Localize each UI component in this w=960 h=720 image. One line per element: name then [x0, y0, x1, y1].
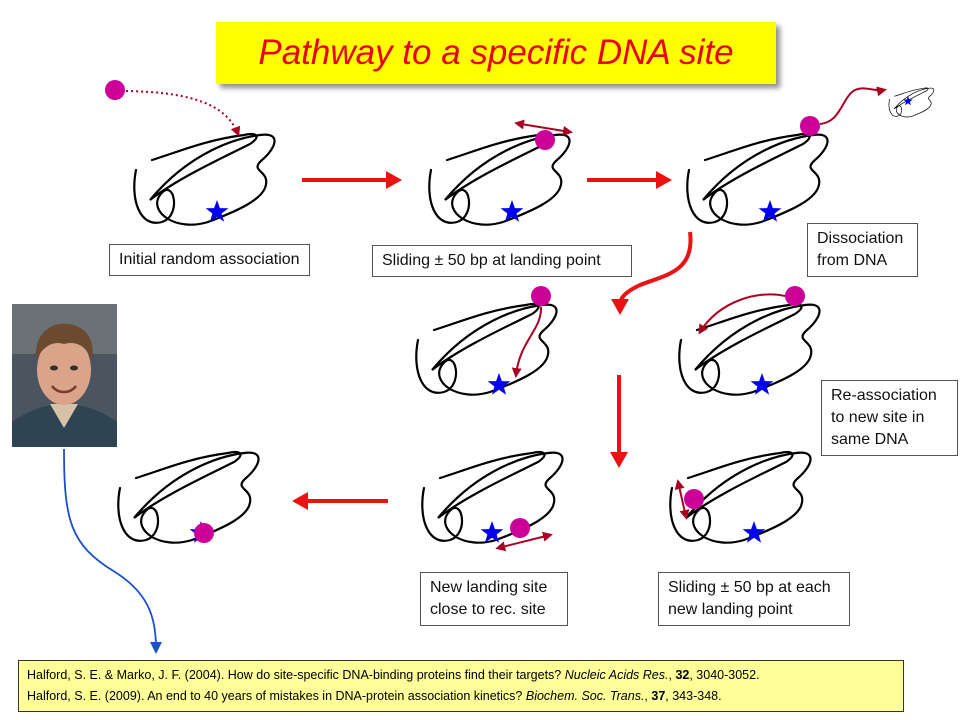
- title-box: Pathway to a specific DNA site: [216, 22, 776, 84]
- label-sliding-landing: Sliding ± 50 bp at landing point: [372, 245, 632, 277]
- slide-arrow-1: [514, 119, 573, 136]
- label-dissociation: Dissociation from DNA: [807, 223, 918, 277]
- protein-1: [105, 80, 125, 100]
- references-box: Halford, S. E. & Marko, J. F. (2004). Ho…: [18, 660, 904, 712]
- label-sliding-each: Sliding ± 50 bp at each new landing poin…: [658, 572, 850, 626]
- protein-4: [531, 286, 551, 306]
- label-new-landing-text: New landing site close to rec. site: [430, 579, 548, 618]
- label-sliding-each-text: Sliding ± 50 bp at each new landing poin…: [668, 579, 831, 618]
- dna-molecule-6: [117, 450, 260, 544]
- label-sliding-landing-text: Sliding ± 50 bp at landing point: [382, 252, 601, 269]
- reference-arrow: [63, 448, 162, 654]
- site-star-5: [750, 373, 774, 395]
- site-star-7: [480, 521, 504, 543]
- site-star-distant: [903, 96, 913, 106]
- reassociate-arrow-1: [511, 306, 543, 378]
- label-initial-association: Initial random association: [109, 244, 310, 276]
- protein-5: [785, 286, 805, 306]
- dissociation-arrow: [819, 86, 887, 125]
- approach-path-arrow: [125, 90, 241, 137]
- site-star-8: [742, 521, 766, 543]
- flow-arrow-3: [611, 231, 693, 315]
- slide-arrow-3: [674, 479, 690, 520]
- protein-2: [535, 130, 555, 150]
- label-dissociation-text: Dissociation from DNA: [817, 230, 904, 269]
- protein-3: [800, 116, 820, 136]
- site-star-2: [500, 200, 524, 222]
- label-initial-text: Initial random association: [119, 251, 300, 268]
- label-reassociation: Re-association to new site in same DNA: [821, 380, 958, 456]
- portrait-photo: [12, 304, 117, 447]
- reference-1: Halford, S. E. & Marko, J. F. (2004). Ho…: [27, 668, 760, 682]
- protein-7: [510, 518, 530, 538]
- dna-molecule-distant: [888, 87, 935, 118]
- reference-2: Halford, S. E. (2009). An end to 40 year…: [27, 689, 722, 703]
- dna-molecule-3: [686, 132, 829, 226]
- site-star-4: [487, 373, 511, 395]
- site-star-1: [205, 200, 229, 222]
- dna-molecule-4: [415, 302, 558, 396]
- dna-molecule-5: [678, 302, 821, 396]
- dna-molecule-1: [133, 132, 276, 226]
- site-star-3: [758, 200, 782, 222]
- protein-6: [194, 523, 214, 543]
- reassociate-arrow-2: [698, 293, 786, 335]
- label-new-landing: New landing site close to rec. site: [420, 572, 568, 626]
- label-reassociation-text: Re-association to new site in same DNA: [831, 387, 937, 448]
- slide-arrow-2: [495, 531, 553, 552]
- slide-title: Pathway to a specific DNA site: [258, 33, 734, 72]
- protein-8: [684, 489, 704, 509]
